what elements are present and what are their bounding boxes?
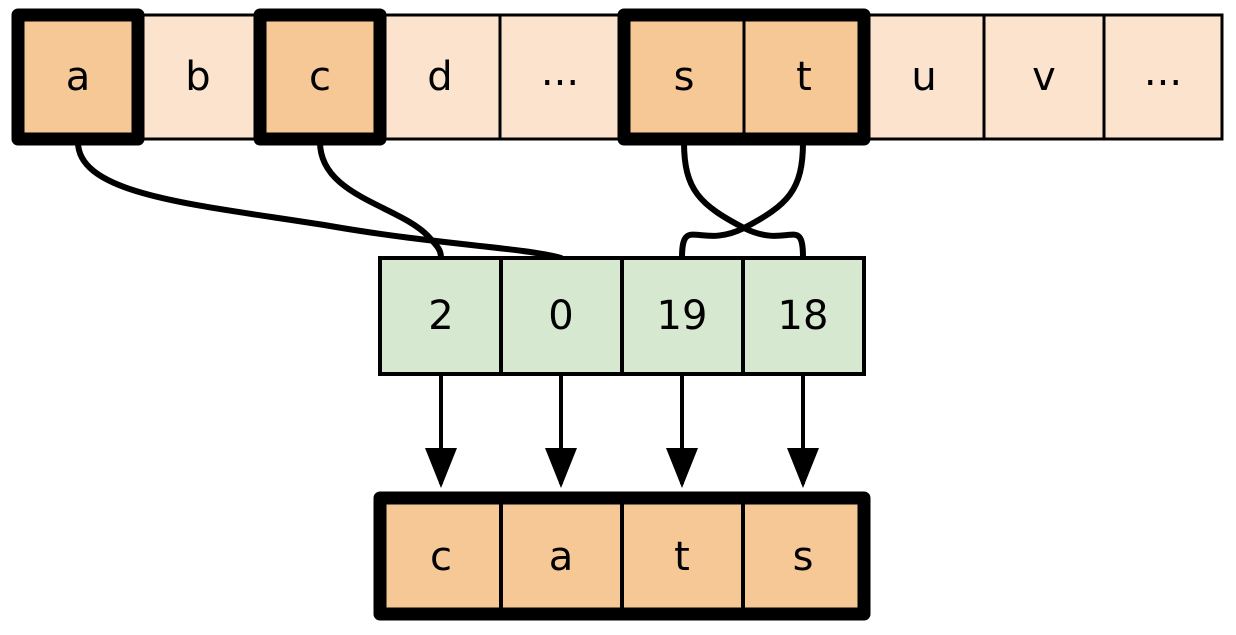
result-array: c a t s [373,491,871,621]
alphabet-array: a b c d ... s t u v ... [11,8,1224,146]
alphabet-label-u: u [911,54,936,100]
connector-c-to-index-2 [317,139,444,261]
index-cell-2[interactable] [620,256,745,376]
index-cell-0[interactable] [378,256,503,376]
result-label-1: a [549,534,574,580]
alphabet-label-b: b [185,54,210,100]
alphabet-label-ellipsis-1: ... [541,49,579,95]
alphabet-label-s: s [674,54,695,100]
alphabet-label-t: t [796,54,812,100]
alphabet-label-d: d [427,54,452,100]
alphabet-cell-ellipsis-1[interactable] [498,13,622,141]
index-array: 2 0 19 18 [378,256,866,376]
alphabet-label-v: v [1032,54,1056,100]
connector-a-to-index-0 [75,139,564,261]
index-label-3: 18 [778,293,829,339]
result-label-0: c [430,534,452,580]
alphabet-cell-c[interactable] [253,8,387,146]
index-label-2: 19 [657,293,708,339]
alphabet-label-a: a [66,54,91,100]
index-cell-1[interactable] [499,256,624,376]
letter-to-index-connectors [75,139,806,261]
alphabet-label-c: c [309,54,331,100]
index-label-1: 0 [548,293,573,339]
result-label-2: t [674,534,690,580]
alphabet-cell-d[interactable] [378,13,502,141]
alphabet-label-ellipsis-2: ... [1144,49,1182,95]
alphabet-cell-v[interactable] [982,13,1106,141]
index-label-0: 2 [428,293,453,339]
index-to-result-arrows [425,374,819,488]
connector-t-to-index-19 [679,139,806,261]
alphabet-cell-ellipsis-2[interactable] [1102,13,1224,141]
result-label-3: s [793,534,814,580]
